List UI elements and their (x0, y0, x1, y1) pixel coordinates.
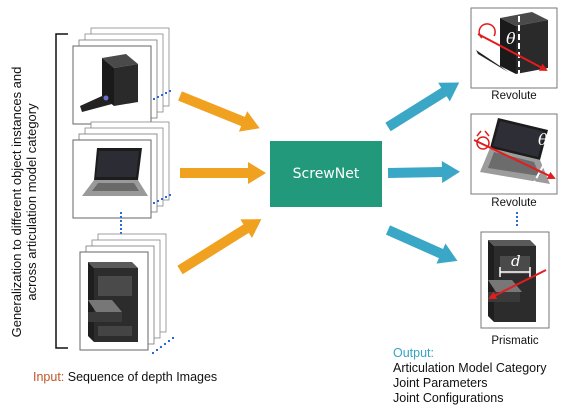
input-stack-laptop (72, 121, 170, 219)
output-arrows (385, 82, 460, 264)
screwnet-label: ScrewNet (292, 166, 360, 182)
output-caption: Output: Articulation Model Category Join… (393, 346, 547, 406)
stack-ellipsis-2 (153, 194, 171, 204)
output-panel-prismatic (480, 231, 550, 329)
output-item-model-category: Articulation Model Category (393, 361, 547, 375)
d-symbol: d (511, 252, 521, 270)
left-bracket (55, 33, 68, 349)
input-stack-drawers (79, 233, 167, 351)
output-panel-revolute-1 (470, 7, 558, 89)
generalization-caption: Generalization to different object insta… (9, 22, 39, 382)
vertical-ellipsis (120, 212, 122, 234)
output-item-joint-parameters: Joint Parameters (393, 376, 488, 390)
arrow-input-3 (177, 219, 262, 275)
output-label-revolute-2: Revolute (491, 197, 537, 209)
input-arrows (177, 91, 266, 275)
arrow-output-2 (387, 161, 460, 184)
output-label-revolute-1: Revolute (491, 90, 537, 102)
output-ellipsis (516, 212, 518, 226)
arrow-output-3 (385, 225, 458, 264)
output-label-prismatic: Prismatic (491, 335, 539, 347)
output-key: Output: (393, 346, 434, 360)
stack-ellipsis-1 (153, 90, 171, 100)
screwnet-box: ScrewNet (270, 141, 382, 207)
input-key: Input: (33, 370, 65, 384)
arrow-input-1 (178, 91, 260, 132)
arrow-input-2 (180, 162, 266, 184)
stack-ellipsis-3 (152, 337, 174, 354)
output-panel-revolute-2 (470, 113, 558, 195)
caption-line-2: across articulation model category (24, 103, 39, 301)
caption-line-1: Generalization to different object insta… (9, 66, 24, 338)
arrow-output-1 (385, 82, 460, 132)
input-stack-cabinet (72, 27, 170, 125)
input-caption: Input: Sequence of depth Images (33, 370, 217, 384)
theta-symbol-1: θ (506, 29, 516, 48)
theta-symbol-2: θ (538, 130, 548, 149)
output-item-joint-configurations: Joint Configurations (393, 391, 504, 405)
input-description: Sequence of depth Images (67, 370, 218, 384)
